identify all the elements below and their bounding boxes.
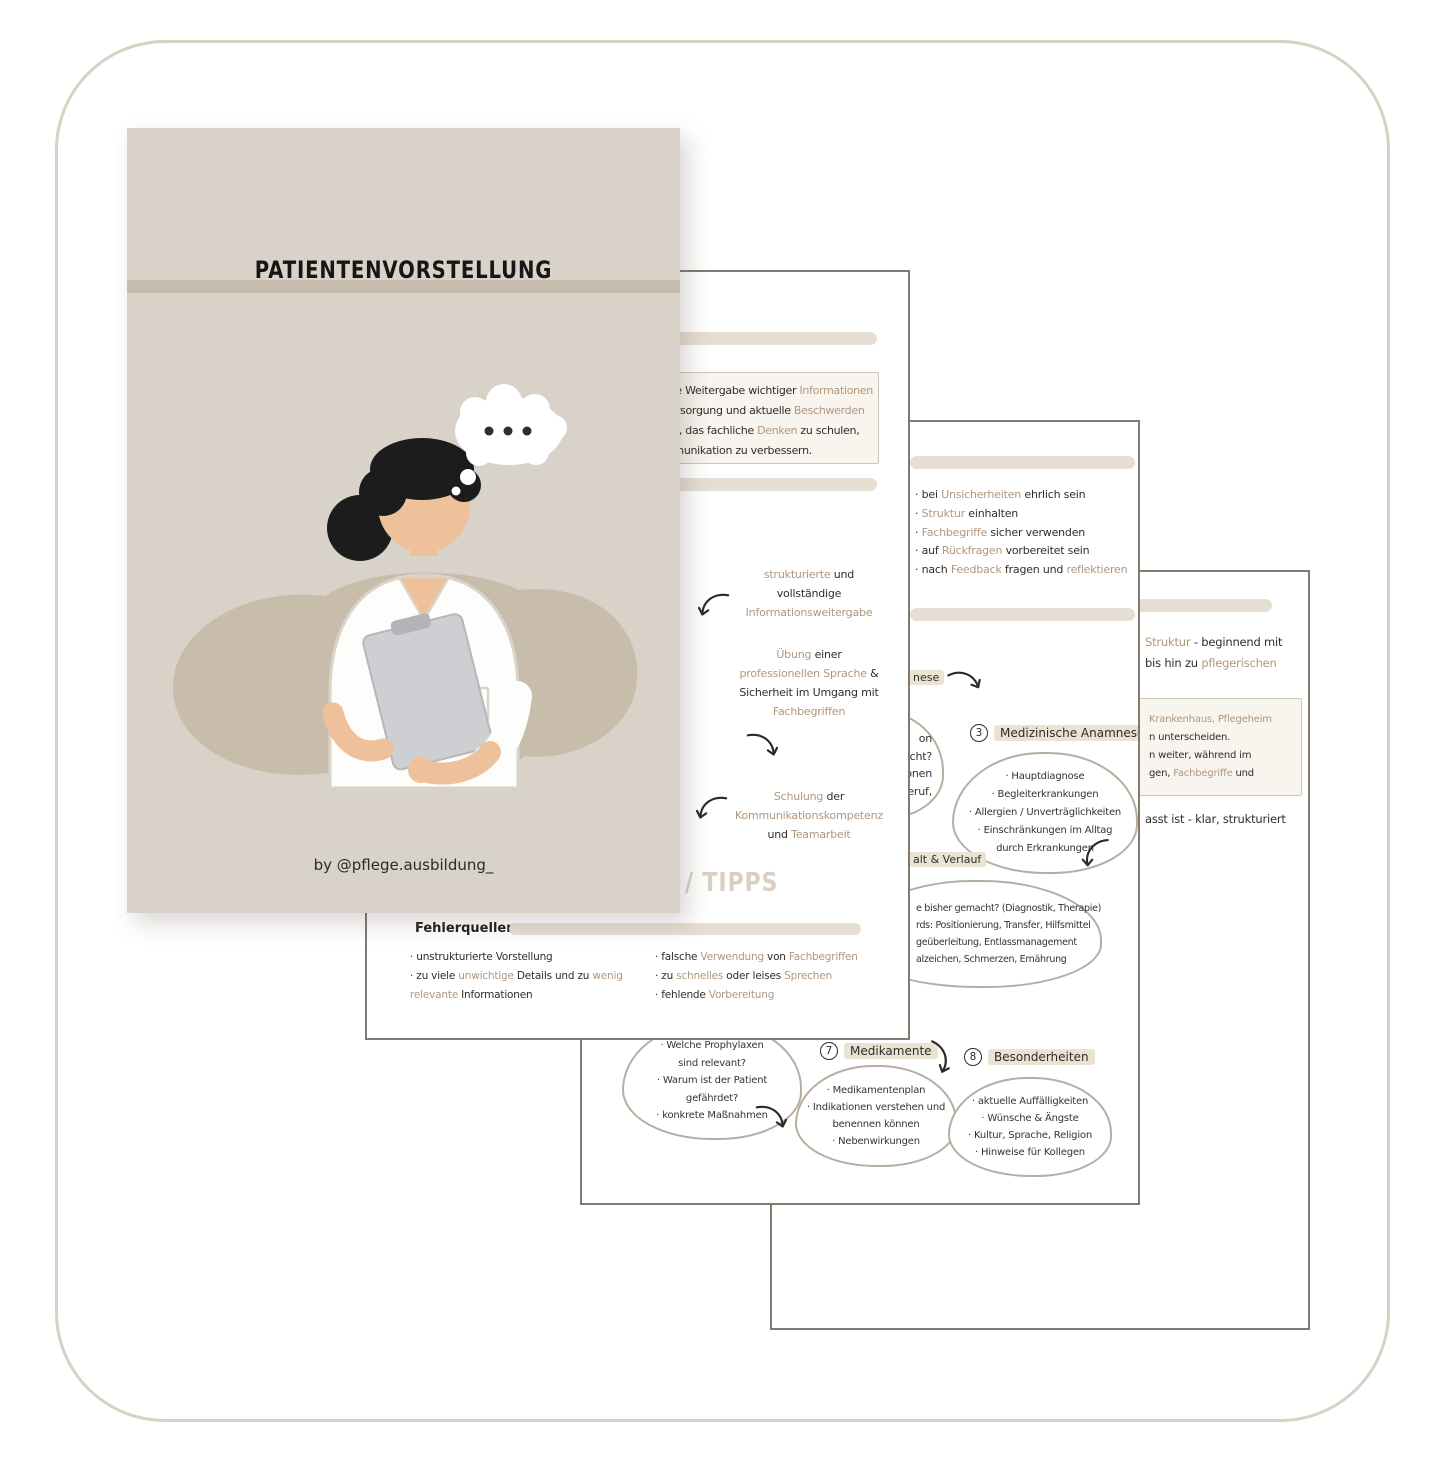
clipboard — [362, 613, 494, 771]
curved-arrow-icon — [1081, 838, 1109, 867]
section-heading-bar — [910, 608, 1135, 621]
curved-arrow-icon — [695, 796, 728, 819]
section-number: 3 — [970, 724, 988, 742]
nurse-illustration — [172, 384, 638, 790]
verlauf-cloud-text: e bisher gemacht? (Diagnostik, Therapie)… — [916, 903, 1102, 965]
prophylaxe-cloud-text: · Welche Prophylaxen sind relevant? · Wa… — [656, 1040, 768, 1122]
cover-page: PATIENTENVORSTELLUNG — [127, 128, 680, 913]
medikamente-cloud: · Medikamentenplan · Indikationen verste… — [795, 1065, 957, 1167]
benefit-text: Übung einer professionellen Sprache & Si… — [739, 648, 879, 718]
section-label-besonderheiten: 8 Besonderheiten — [964, 1048, 1095, 1066]
curved-arrow-icon — [947, 671, 981, 689]
benefit-text: strukturierte und vollständige Informati… — [745, 568, 873, 619]
section-heading-bar — [910, 456, 1135, 469]
cover-title-band — [127, 280, 680, 293]
medikamente-cloud-text: · Medikamentenplan · Indikationen verste… — [806, 1085, 946, 1147]
nurse-figure — [322, 438, 532, 790]
section-title: Medikamente — [844, 1043, 938, 1059]
section-title: Medizinische Anamnese — [994, 725, 1138, 741]
ellipsis-dots — [484, 426, 532, 436]
speech-bubble-icon — [451, 384, 567, 496]
fehlerquellen-label: Fehlerquellen: — [415, 921, 521, 936]
section-number: 8 — [964, 1048, 982, 1066]
section-title: Besonderheiten — [988, 1049, 1095, 1065]
cover-byline: by @pflege.ausbildung_ — [313, 856, 494, 874]
struktur-note-text: Krankenhaus, Pflegeheim n unterscheiden.… — [1149, 714, 1272, 779]
benefit-text: Schulung der Kommunikationskompetenz und… — [735, 790, 883, 841]
intro-text: che Weitergabe wichtiger Informationen V… — [663, 384, 873, 457]
fehler-column-left: · unstrukturierte Vorstellung · zu viele… — [410, 951, 623, 1001]
section-heading-bar — [509, 923, 861, 935]
section-label-medikamente: 7 Medikamente — [820, 1042, 938, 1060]
curved-arrow-icon — [755, 1105, 788, 1128]
besonderheiten-cloud: · aktuelle Auffälligkeiten · Wünsche & Ä… — [948, 1077, 1112, 1177]
curved-arrow-icon — [697, 593, 730, 616]
section-heading-bar — [1132, 599, 1272, 612]
tipp-list: · bei Unsicherheiten ehrlich sein · Stru… — [915, 488, 1128, 577]
struktur-outro-text: asst ist - klar, strukturiert — [1145, 812, 1286, 826]
rounded-border-frame — [55, 40, 1390, 1422]
cover-title: PATIENTENVORSTELLUNG — [254, 256, 553, 284]
curved-arrow-icon — [931, 1040, 950, 1073]
fehler-column-right: · falsche Verwendung von Fachbegriffen ·… — [655, 951, 858, 1001]
medizinische-anamnese-cloud-text: · Hauptdiagnose · Begleiterkrankungen · … — [968, 771, 1122, 854]
besonderheiten-cloud-text: · aktuelle Auffälligkeiten · Wünsche & Ä… — [968, 1096, 1092, 1158]
struktur-intro-text: Struktur - beginnend mit bis hin zu pfle… — [1145, 635, 1283, 670]
anamnese-fragment-label: nese — [908, 670, 945, 685]
struktur-note-box: Krankenhaus, Pflegeheim n unterscheiden.… — [1124, 698, 1302, 796]
verlauf-fragment-label: alt & Verlauf — [908, 852, 987, 867]
section-number: 7 — [820, 1042, 838, 1060]
tipps-heading: / TIPPS — [685, 868, 779, 898]
curved-arrow-icon — [746, 733, 779, 756]
section-label-medizinische-anamnese: 3 Medizinische Anamnese — [970, 724, 1138, 742]
